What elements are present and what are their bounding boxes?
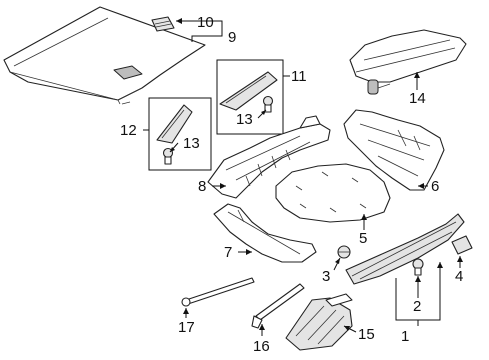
- callout-14: 14: [409, 90, 426, 107]
- floor-mat-part-5: [275, 163, 391, 223]
- callout-17: 17: [178, 319, 195, 336]
- side-panel-part-11: [219, 71, 278, 111]
- callout-12: 12: [120, 122, 137, 139]
- lug-wrench-part-16: [251, 283, 305, 329]
- bolt-part-3: [337, 245, 351, 259]
- scissor-jack-part-15: [285, 293, 353, 351]
- callout-2: 2: [413, 298, 421, 315]
- tonneau-cover-part-14: [349, 29, 467, 95]
- crossmember-part-8: [207, 115, 331, 199]
- bolt-part-13-b: [162, 147, 174, 165]
- callout-box-11: [216, 59, 284, 135]
- callout-1: 1: [401, 328, 409, 345]
- callout-labels: 10 9 11 14 13 12 13 8 6 5 7 3 4 2 1 17 1…: [120, 14, 463, 355]
- callout-3: 3: [322, 268, 330, 285]
- callout-16: 16: [253, 338, 270, 355]
- callout-7: 7: [224, 244, 232, 261]
- bracket-part-7: [213, 203, 317, 263]
- clip-part-10: [151, 16, 175, 32]
- callout-10: 10: [197, 14, 214, 31]
- callout-6: 6: [431, 178, 439, 195]
- leader-lines: [143, 18, 463, 336]
- trim-piece-part-12: [156, 104, 193, 144]
- callout-4: 4: [455, 268, 463, 285]
- tow-hook-part-17: [181, 277, 255, 307]
- rear-panel-part-6: [343, 109, 445, 191]
- clip-part-4: [451, 235, 473, 255]
- callout-15: 15: [358, 326, 375, 343]
- callout-8: 8: [198, 178, 206, 195]
- callout-13a: 13: [236, 111, 253, 128]
- cargo-floor-panel: [3, 6, 206, 105]
- step-plate-part-1: [345, 213, 465, 285]
- callout-13b: 13: [183, 135, 200, 152]
- callout-5: 5: [359, 230, 367, 247]
- clip-part-2: [412, 258, 424, 276]
- callout-11: 11: [291, 68, 307, 85]
- callout-9: 9: [228, 29, 236, 46]
- bolt-part-13-a: [262, 95, 274, 113]
- callout-box-12: [148, 97, 212, 171]
